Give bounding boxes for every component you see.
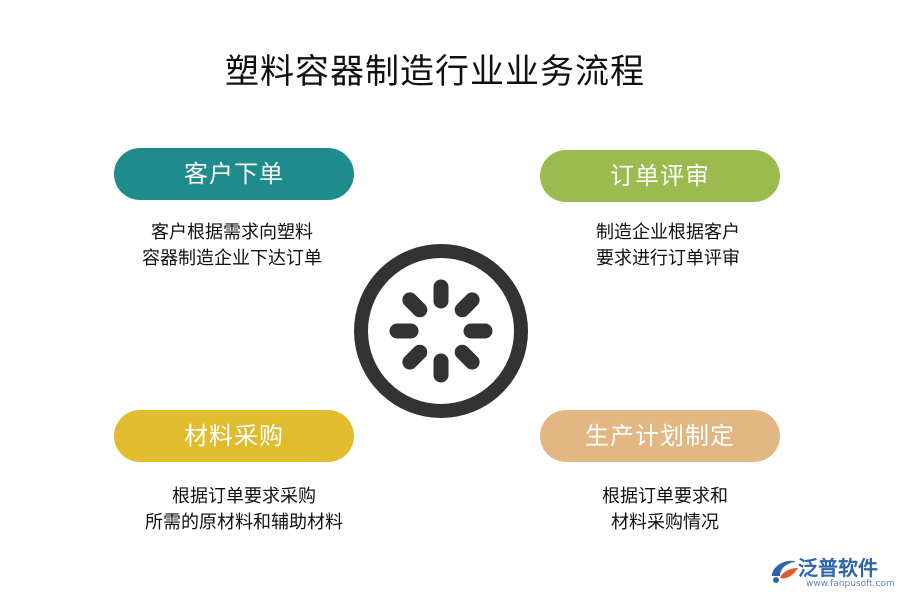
step-pill-production-plan: 生产计划制定 (540, 410, 780, 462)
spinner-ring (354, 244, 528, 418)
step-description-line: 根据订单要求采购 (172, 486, 316, 507)
step-description-line: 制造企业根据客户 (596, 222, 740, 243)
step-pill-material-purchase: 材料采购 (114, 410, 354, 462)
spinner-dash (454, 292, 480, 318)
step-description-line: 客户根据需求向塑料 (151, 222, 313, 243)
brand-logo: 泛普软件 www.fanpusoft.com (766, 552, 896, 596)
step-description-line: 容器制造企业下达订单 (142, 248, 322, 269)
step-description-line: 材料采购情况 (611, 512, 719, 533)
step-description-line: 所需的原材料和辅助材料 (145, 512, 343, 533)
spinner-dash (402, 292, 428, 318)
loading-spinner-icon (351, 241, 531, 425)
step-description-production-plan: 根据订单要求和 材料采购情况 (515, 484, 815, 536)
brand-logo-url: www.fanpusoft.com (806, 579, 895, 589)
step-description-order-review: 制造企业根据客户 要求进行订单评审 (518, 220, 818, 272)
step-description-customer-order: 客户根据需求向塑料 容器制造企业下达订单 (82, 220, 382, 272)
step-pill-customer-order: 客户下单 (114, 148, 354, 200)
step-pill-order-review: 订单评审 (540, 150, 780, 202)
spinner-dash (454, 344, 480, 370)
brand-logo-name: 泛普软件 (798, 556, 878, 580)
step-description-line: 要求进行订单评审 (596, 248, 740, 269)
step-description-line: 根据订单要求和 (602, 486, 728, 507)
page-title: 塑料容器制造行业业务流程 (225, 52, 645, 92)
brand-logo-mark-icon (772, 560, 798, 583)
step-description-material-purchase: 根据订单要求采购 所需的原材料和辅助材料 (94, 484, 394, 536)
spinner-dash (402, 344, 428, 370)
